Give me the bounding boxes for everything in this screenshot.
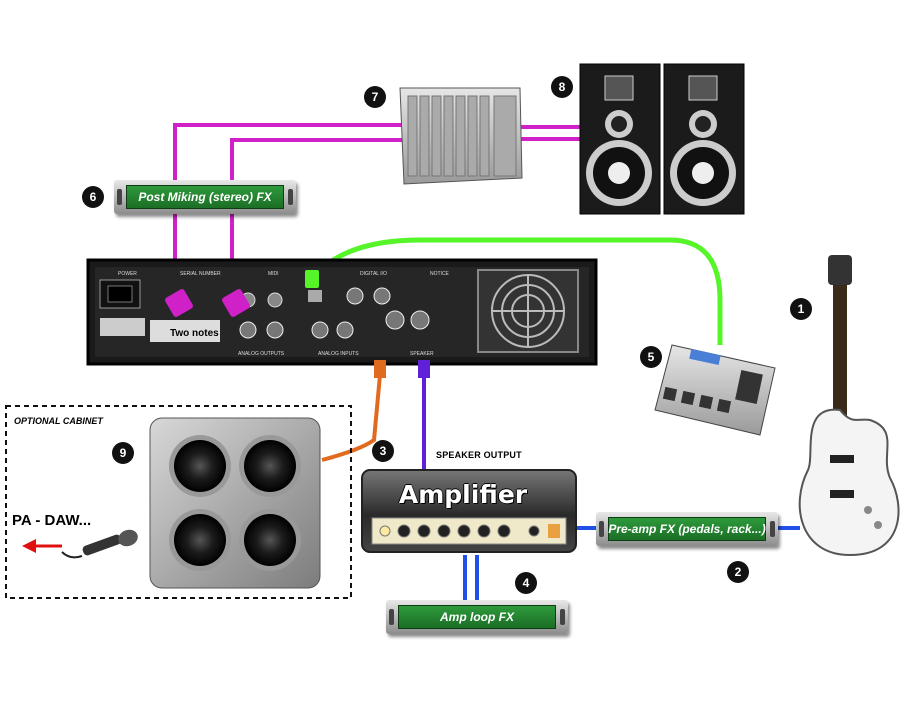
rack-ear — [770, 521, 775, 537]
rear-panel: POWER SERIAL NUMBER MIDI DIGITAL I/O NOT… — [86, 258, 598, 378]
badge-2: 2 — [727, 561, 749, 583]
panel-label-power: POWER — [118, 271, 137, 277]
rack-ear — [117, 189, 122, 205]
rack-ear — [389, 609, 394, 625]
microphone-icon — [61, 529, 138, 559]
panel-label-digital: DIGITAL I/O — [360, 271, 387, 277]
badge-1: 1 — [790, 298, 812, 320]
post-miking-fx-label: Post Miking (stereo) FX — [126, 185, 284, 209]
panel-label-notice: NOTICE — [430, 271, 450, 277]
badge-4: 4 — [515, 572, 537, 594]
panel-label-midi: MIDI — [268, 271, 279, 277]
badge-9: 9 — [112, 442, 134, 464]
guitar-icon — [798, 255, 900, 557]
amplifier-icon — [361, 469, 577, 553]
amp-loop-fx-rack: Amp loop FX — [386, 600, 568, 634]
brand-logo: Two notes — [170, 328, 219, 339]
panel-label-speaker: SPEAKER — [410, 351, 434, 357]
panel-label-analog-in: ANALOG INPUTS — [318, 351, 359, 357]
pre-amp-fx-label: Pre-amp FX (pedals, rack...) — [608, 517, 766, 541]
pedalboard-icon — [654, 344, 776, 436]
pa-daw-label: PA - DAW... — [12, 512, 92, 529]
badge-5: 5 — [640, 346, 662, 368]
speaker-icon — [579, 63, 745, 215]
panel-label-analog-out: ANALOG OUTPUTS — [238, 351, 285, 357]
orange-cable — [321, 374, 382, 462]
arrow-left-icon — [22, 539, 62, 553]
mixer-icon — [399, 87, 523, 185]
badge-3: 3 — [372, 440, 394, 462]
badge-8: 8 — [551, 76, 573, 98]
rack-ear — [560, 609, 565, 625]
rack-ear — [288, 189, 293, 205]
optional-cabinet-frame — [5, 405, 352, 599]
optional-cabinet-label: OPTIONAL CABINET — [14, 416, 103, 426]
rack-ear — [599, 521, 604, 537]
badge-6: 6 — [82, 186, 104, 208]
cabinet-icon — [149, 417, 321, 589]
panel-label-serial: SERIAL NUMBER — [180, 271, 221, 277]
amp-loop-fx-label: Amp loop FX — [398, 605, 556, 629]
pre-amp-fx-rack: Pre-amp FX (pedals, rack...) — [596, 512, 778, 546]
speaker-output-label: SPEAKER OUTPUT — [436, 450, 522, 460]
post-miking-fx-rack: Post Miking (stereo) FX — [114, 180, 296, 214]
badge-7: 7 — [364, 86, 386, 108]
amplifier-title: Amplifier — [398, 480, 528, 509]
